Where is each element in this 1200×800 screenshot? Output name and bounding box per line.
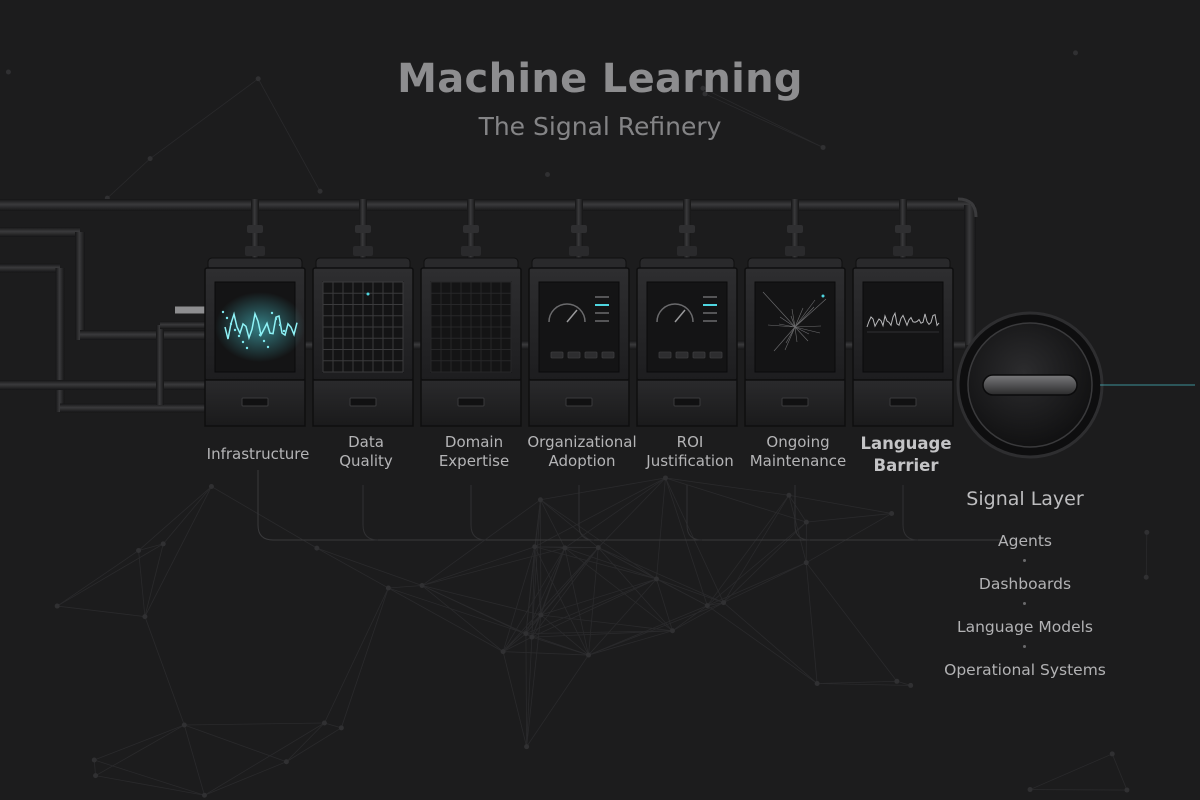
signal-layer-title: Signal Layer bbox=[966, 488, 1084, 510]
label-line: Data bbox=[348, 433, 384, 451]
signal-layer-item-label: Dashboards bbox=[978, 575, 1072, 593]
unit-screen-grid-faint bbox=[430, 281, 512, 373]
unit-screen-wave bbox=[866, 311, 940, 333]
unit-roi-justification bbox=[636, 257, 738, 427]
drawer-handle bbox=[781, 397, 809, 407]
unit-domain-expertise bbox=[420, 257, 522, 427]
label-line: Maintenance bbox=[749, 452, 847, 470]
label-line: Barrier bbox=[873, 456, 939, 475]
unit-data-quality bbox=[312, 257, 414, 427]
signal-layer-item-label: Agents bbox=[998, 532, 1052, 550]
label-line: ROI bbox=[676, 433, 704, 451]
label-line: Domain bbox=[444, 433, 504, 451]
unit-language-barrier bbox=[852, 257, 954, 427]
label-line: Justification bbox=[646, 452, 734, 470]
unit-infrastructure bbox=[204, 257, 306, 427]
output-bracket-lines bbox=[257, 470, 1000, 541]
separator-dot bbox=[1023, 559, 1026, 562]
unit-screen-scatter bbox=[762, 291, 827, 352]
label-line: Organizational bbox=[527, 433, 637, 451]
drawer-handle bbox=[457, 397, 485, 407]
page-subtitle: The Signal Refinery bbox=[478, 112, 722, 141]
label-line: Quality bbox=[339, 452, 393, 470]
separator-dot bbox=[1023, 602, 1026, 605]
unit-ongoing-maintenance bbox=[744, 257, 846, 427]
label-line: Infrastructure bbox=[206, 445, 310, 463]
label-line: Language bbox=[860, 434, 952, 453]
label-line: Expertise bbox=[438, 452, 510, 470]
signal-layer-item: Dashboards bbox=[920, 573, 1130, 616]
drawer-handle bbox=[349, 397, 377, 407]
signal-layer-item-label: Language Models bbox=[956, 618, 1094, 636]
separator-dot bbox=[1023, 645, 1026, 648]
signal-layer-dial bbox=[956, 311, 1195, 459]
unit-screen-grid bbox=[322, 281, 404, 373]
page-title: Machine Learning bbox=[397, 56, 803, 102]
label-line: Ongoing bbox=[766, 433, 830, 451]
drawer-handle bbox=[241, 397, 269, 407]
signal-layer-item: Agents bbox=[920, 530, 1130, 573]
signal-layer-item-label: Operational Systems bbox=[944, 661, 1106, 679]
label-line: Adoption bbox=[548, 452, 616, 470]
drawer-handle bbox=[673, 397, 701, 407]
drawer-handle bbox=[889, 397, 917, 407]
unit-screen-glow bbox=[215, 292, 305, 362]
unit-organizational-adoption bbox=[528, 257, 630, 427]
unit-screen-gauge bbox=[656, 296, 723, 359]
signal-layer-item: Language Models bbox=[920, 616, 1130, 659]
label-infrastructure: Infrastructure bbox=[193, 445, 323, 464]
unit-screen-gauge bbox=[548, 296, 615, 359]
signal-layer-item: Operational Systems bbox=[920, 659, 1130, 702]
dial-knob bbox=[982, 374, 1078, 396]
drawer-handle bbox=[565, 397, 593, 407]
